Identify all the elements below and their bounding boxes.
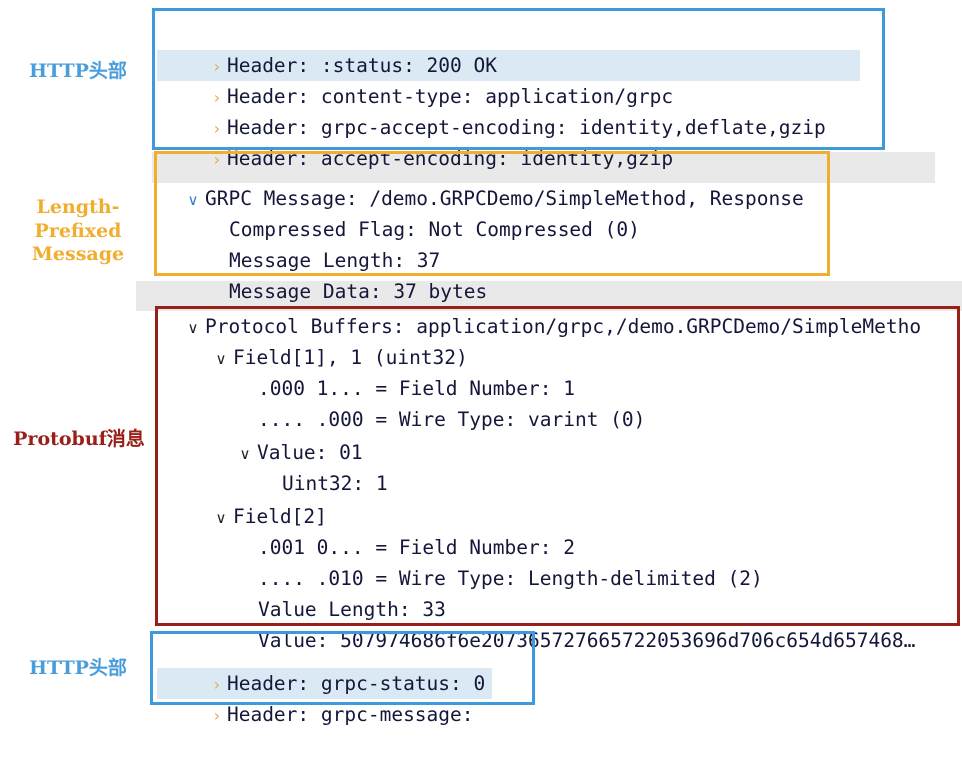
tree-row-label: Header: grpc-status: 0 xyxy=(226,672,486,695)
tree-row-message-length[interactable]: Message Length: 37 xyxy=(182,214,440,272)
selection-highlight-content-type xyxy=(157,50,860,81)
collapsed-chevron-icon[interactable]: › xyxy=(213,57,221,76)
expanded-chevron-icon[interactable]: ∨ xyxy=(239,445,251,463)
tree-row-header-content-type[interactable]: › Header: content-type: application/grpc xyxy=(160,50,673,108)
tree-row-label: Header: :status: 200 OK xyxy=(226,54,497,77)
tree-row-grpc-message[interactable]: ∨ GRPC Message: /demo.GRPCDemo/SimpleMeth… xyxy=(136,152,803,210)
tree-row-header-grpc-message[interactable]: › Header: grpc-message: xyxy=(160,668,474,726)
annotation-text: HTTP头部 xyxy=(29,657,127,679)
tree-row-protocol-buffers[interactable]: ∨ Protocol Buffers: application/grpc,/dem… xyxy=(136,280,921,338)
tree-row-label: .001 0... = Field Number: 2 xyxy=(257,536,575,559)
tree-row-field-1-wire-type[interactable]: .... .000 = Wire Type: varint (0) xyxy=(211,373,645,431)
tree-row-label: Message Length: 37 xyxy=(228,249,441,272)
tree-row-label: Header: grpc-accept-encoding: identity,d… xyxy=(226,116,826,139)
tree-row-field-2-number[interactable]: .001 0... = Field Number: 2 xyxy=(211,501,575,559)
tree-row-label: .000 1... = Field Number: 1 xyxy=(257,377,575,400)
tree-row-field-2[interactable]: ∨ Field[2] xyxy=(164,470,326,528)
tree-row-label: Uint32: 1 xyxy=(281,472,388,495)
expanded-chevron-icon[interactable]: ∨ xyxy=(215,350,227,368)
tree-row-message-data[interactable]: Message Data: 37 bytes xyxy=(182,245,487,303)
collapsed-chevron-icon[interactable]: › xyxy=(213,150,221,169)
expanded-chevron-icon[interactable]: ∨ xyxy=(187,319,199,337)
collapsed-chevron-icon[interactable]: › xyxy=(213,88,221,107)
annotation-label-http-headers-top: HTTP头部 xyxy=(10,60,146,84)
tree-row-field-1[interactable]: ∨ Field[1], 1 (uint32) xyxy=(164,311,467,369)
tree-row-field-2-value-length[interactable]: Value Length: 33 xyxy=(211,563,446,621)
tree-row-label: Field[2] xyxy=(232,505,327,528)
tree-row-label: .... .000 = Wire Type: varint (0) xyxy=(257,408,646,431)
tree-row-header-grpc-accept-encoding[interactable]: › Header: grpc-accept-encoding: identity,… xyxy=(160,81,826,139)
annotation-label-protobuf-message: Protobuf消息 xyxy=(4,428,154,452)
tree-row-label: GRPC Message: /demo.GRPCDemo/SimpleMetho… xyxy=(204,187,804,210)
tree-row-field-1-value[interactable]: ∨ Value: 01 xyxy=(188,406,362,464)
annotation-text: HTTP头部 xyxy=(29,60,127,82)
tree-row-label: Protocol Buffers: application/grpc,/demo… xyxy=(204,315,922,338)
collapsed-chevron-icon[interactable]: › xyxy=(213,675,221,694)
tree-row-compressed-flag[interactable]: Compressed Flag: Not Compressed (0) xyxy=(182,183,640,241)
tree-row-header-grpc-status[interactable]: › Header: grpc-status: 0 xyxy=(160,637,485,695)
annotation-label-http-headers-bottom: HTTP头部 xyxy=(10,657,146,681)
annotation-text: Protobuf消息 xyxy=(13,428,145,450)
tree-row-label: Value Length: 33 xyxy=(257,598,446,621)
tree-row-label: Compressed Flag: Not Compressed (0) xyxy=(228,218,640,241)
expanded-chevron-icon[interactable]: ∨ xyxy=(187,191,199,209)
tree-row-header-accept-encoding[interactable]: ›Header: accept-encoding: identity,gzip xyxy=(160,112,673,170)
tree-row-field-2-value[interactable]: Value: 507974686f6e207365727665722053696… xyxy=(211,594,915,652)
tree-row-field-1-uint32[interactable]: Uint32: 1 xyxy=(235,437,388,495)
collapsed-chevron-icon[interactable]: › xyxy=(213,119,221,138)
annotation-text: Length- Prefixed Message xyxy=(31,195,125,266)
tree-row-label: Value: 507974686f6e207365727665722053696… xyxy=(257,629,916,652)
tree-row-label: Message Data: 37 bytes xyxy=(228,280,488,303)
tree-row-label: Header: content-type: application/grpc xyxy=(226,85,674,108)
tree-row-header-status[interactable]: › Header: :status: 200 OK xyxy=(160,19,497,77)
collapsed-chevron-icon[interactable]: › xyxy=(213,706,221,725)
tree-row-label: Value: 01 xyxy=(256,441,363,464)
tree-row-field-1-number[interactable]: .000 1... = Field Number: 1 xyxy=(211,342,575,400)
tree-row-label: Field[1], 1 (uint32) xyxy=(232,346,468,369)
selection-highlight-grpc-message xyxy=(152,152,935,183)
tree-row-field-2-wire-type[interactable]: .... .010 = Wire Type: Length-delimited … xyxy=(211,532,763,590)
tree-row-label: .... .010 = Wire Type: Length-delimited … xyxy=(257,567,763,590)
annotation-label-length-prefixed-message: Length- Prefixed Message xyxy=(10,172,146,267)
tree-row-label: Header: grpc-message: xyxy=(226,703,474,726)
expanded-chevron-icon[interactable]: ∨ xyxy=(215,509,227,527)
selection-highlight-grpc-message-header xyxy=(157,668,492,699)
